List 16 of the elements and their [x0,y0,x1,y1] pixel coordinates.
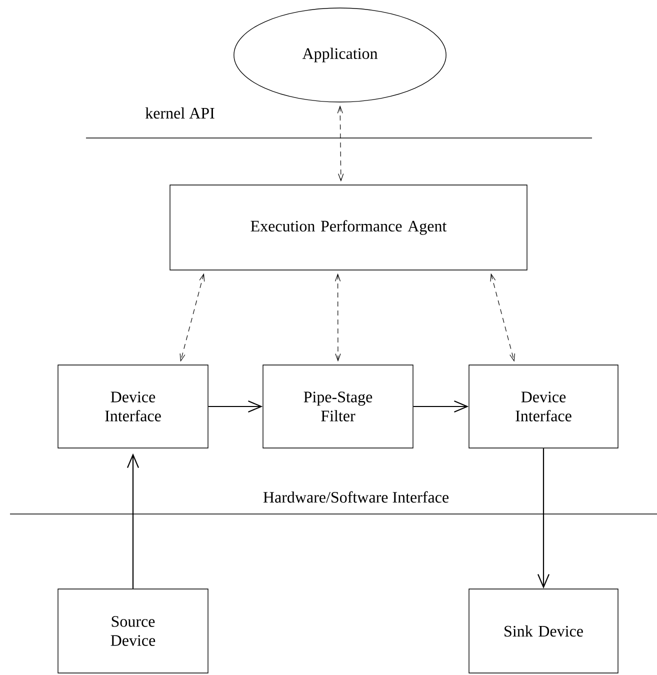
process-box: Sink Device [468,588,618,674]
process-box: Device Interface [468,364,618,448]
arrow [208,400,263,412]
process-box: Execution Performance Agent [170,184,528,270]
kernel-api-label: kernel API [145,107,214,119]
arrow [337,105,344,182]
arrow [538,448,550,589]
process-box: Device Interface [58,364,208,448]
arrow [490,273,515,362]
arrow [335,273,341,362]
arrow [180,273,205,362]
process-box: Source Device [58,588,208,674]
arrow [127,453,139,589]
interface-label: Hardware/Software Interface [263,491,448,503]
process-box: Pipe-Stage Filter [262,364,414,448]
arrow [413,400,469,412]
